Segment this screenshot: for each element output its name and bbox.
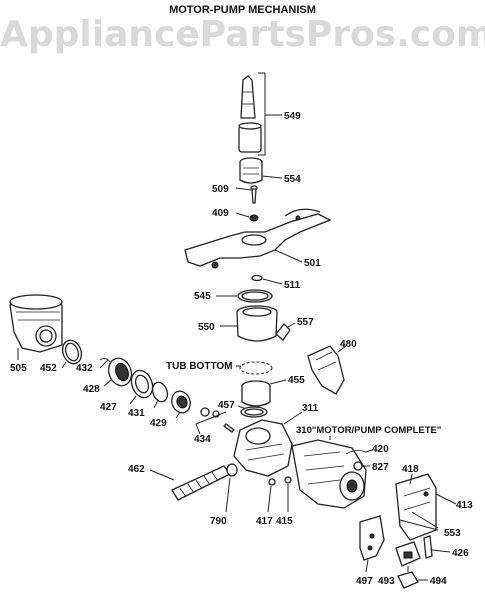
part-452-clamp[interactable]: [59, 338, 84, 369]
part-549-spray-tower[interactable]: [238, 72, 282, 156]
part-455-seal[interactable]: [241, 379, 287, 407]
page-title: MOTOR-PUMP MECHANISM: [169, 4, 316, 16]
part-511-ring[interactable]: [251, 274, 283, 285]
part-553-clip[interactable]: [399, 511, 439, 531]
callout-427: 427: [100, 402, 117, 413]
part-462-hose[interactable]: [149, 465, 231, 501]
part-554-tower-nut[interactable]: [239, 157, 283, 184]
part-418-bracket[interactable]: [395, 473, 457, 541]
label-tub-bottom: TUB BOTTOM: [166, 361, 232, 372]
part-428-impeller[interactable]: [103, 355, 135, 389]
part-497-bracket[interactable]: [359, 515, 385, 573]
part-557-clip[interactable]: [275, 322, 296, 341]
callout-827: 827: [372, 462, 389, 473]
callout-311: 311: [302, 403, 319, 414]
callout-409: 409: [212, 208, 229, 219]
part-432-spring[interactable]: [99, 358, 111, 369]
callout-557: 557: [297, 317, 314, 328]
tub-bottom-marker: [236, 361, 273, 375]
part-790-clamp[interactable]: [225, 463, 238, 513]
part-429-impeller[interactable]: [169, 389, 193, 419]
callout-554: 554: [284, 174, 301, 185]
part-415-washer[interactable]: [284, 476, 292, 512]
part-311-pump-housing[interactable]: [233, 411, 303, 477]
part-420-wire[interactable]: [345, 449, 373, 455]
part-426-pin[interactable]: [423, 535, 451, 559]
callout-550: 550: [198, 322, 215, 333]
callout-505: 505: [10, 363, 27, 374]
part-505-sump[interactable]: [9, 294, 63, 360]
part-427-plate[interactable]: [128, 367, 156, 405]
part-545-gasket[interactable]: [216, 289, 273, 303]
part-417-washer[interactable]: [267, 478, 276, 513]
part-480-shroud[interactable]: [307, 345, 347, 395]
part-827-grommet[interactable]: [353, 461, 370, 471]
part-310-motor[interactable]: [291, 436, 367, 509]
callout-417: 417: [256, 516, 273, 527]
callout-493: 493: [378, 576, 395, 587]
callout-509: 509: [212, 184, 229, 195]
callout-462: 462: [128, 464, 145, 475]
callout-790: 790: [210, 516, 227, 527]
callout-480: 480: [340, 339, 357, 350]
callout-549: 549: [284, 111, 301, 122]
part-493-switch[interactable]: [395, 541, 421, 572]
callout-420: 420: [372, 444, 389, 455]
callout-553: 553: [444, 528, 461, 539]
callout-501: 501: [304, 258, 321, 269]
part-494-cover[interactable]: [397, 571, 428, 589]
callout-413: 413: [456, 500, 473, 511]
callout-418: 418: [402, 464, 419, 475]
label-motor-pump-complete: 310"MOTOR/PUMP COMPLETE": [296, 425, 441, 436]
part-434-hardware[interactable]: [195, 407, 235, 435]
callout-432: 432: [76, 363, 93, 374]
callout-497: 497: [356, 576, 373, 587]
part-431-seal[interactable]: [150, 380, 170, 409]
callout-457: 457: [218, 400, 235, 411]
callout-434: 434: [194, 434, 211, 445]
callout-431: 431: [128, 408, 145, 419]
callout-429: 429: [150, 418, 167, 429]
callout-545: 545: [194, 291, 211, 302]
callout-428: 428: [83, 384, 100, 395]
part-409-washer[interactable]: [235, 212, 259, 222]
callout-426: 426: [452, 548, 469, 559]
callout-415: 415: [276, 516, 293, 527]
watermark: AppliancePartsPros.com: [0, 14, 485, 55]
callout-511: 511: [284, 280, 301, 291]
callout-494: 494: [430, 576, 447, 587]
part-509-screw[interactable]: [235, 185, 258, 204]
part-550-housing[interactable]: [220, 305, 278, 342]
part-457-clamp[interactable]: [237, 405, 268, 418]
part-501-spray-arm[interactable]: [184, 208, 332, 269]
callout-455: 455: [288, 375, 305, 386]
callout-452: 452: [40, 363, 57, 374]
